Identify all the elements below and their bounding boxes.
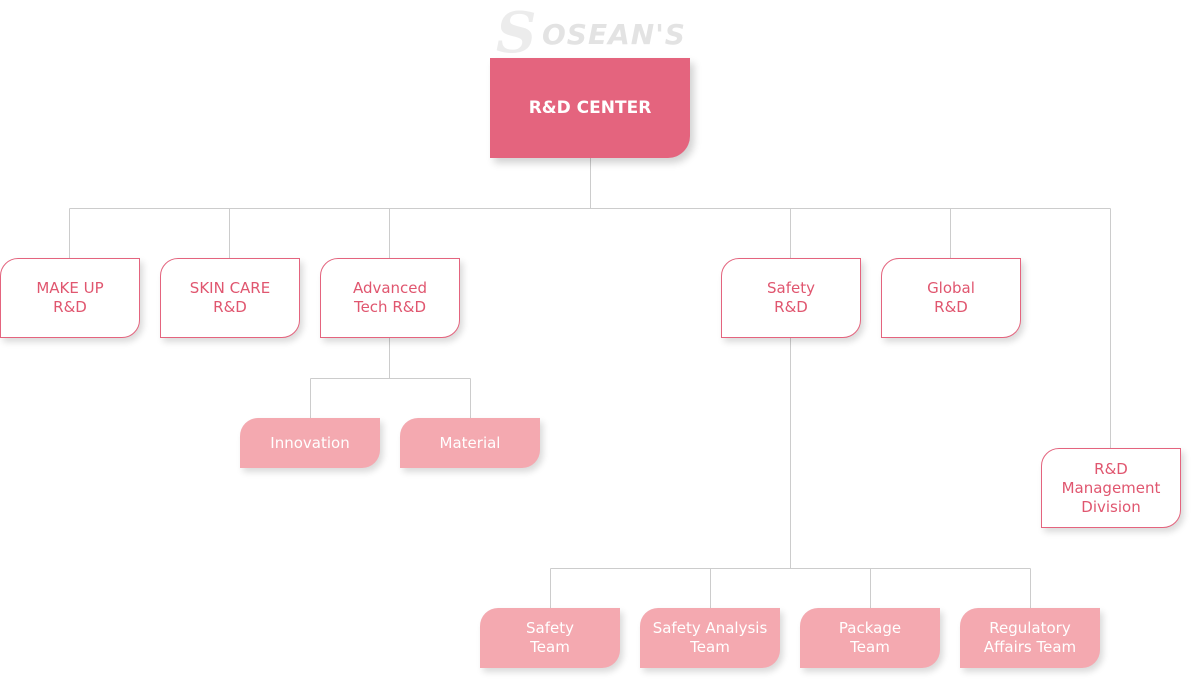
safety-analysis-team-node: Safety Analysis Team [640,608,780,668]
package-team-node: Package Team [800,608,940,668]
global-rd-label: Global R&D [927,279,975,316]
material-label: Material [439,433,501,452]
safety-analysis-team-label: Safety Analysis Team [652,619,768,656]
logo-initial: S [496,4,536,56]
advanced-tech-rd-label: Advanced Tech R&D [352,279,428,316]
global-rd-node: Global R&D [881,258,1021,338]
regulatory-affairs-team-node: Regulatory Affairs Team [960,608,1100,668]
advanced-tech-rd-node: Advanced Tech R&D [320,258,460,338]
logo-text: OSEAN'S [542,18,686,51]
safety-team-label: Safety Team [526,619,574,656]
rd-center-node: R&D CENTER [490,58,690,158]
skincare-rd-node: SKIN CARE R&D [160,258,300,338]
rd-management-division-node: R&D Management Division [1041,448,1181,528]
regulatory-affairs-team-label: Regulatory Affairs Team [983,619,1077,656]
makeup-rd-node: MAKE UP R&D [0,258,140,338]
makeup-rd-label: MAKE UP R&D [36,279,104,316]
safety-team-node: Safety Team [480,608,620,668]
rd-management-division-label: R&D Management Division [1061,459,1161,516]
innovation-team-node: Innovation [240,418,380,468]
oseans-logo: S OSEAN'S [496,4,686,56]
safety-rd-node: Safety R&D [721,258,861,338]
material-team-node: Material [400,418,540,468]
package-team-label: Package Team [838,619,902,656]
innovation-label: Innovation [270,433,350,452]
skincare-rd-label: SKIN CARE R&D [189,279,271,316]
rd-center-label: R&D CENTER [528,97,652,118]
safety-rd-label: Safety R&D [767,279,815,316]
